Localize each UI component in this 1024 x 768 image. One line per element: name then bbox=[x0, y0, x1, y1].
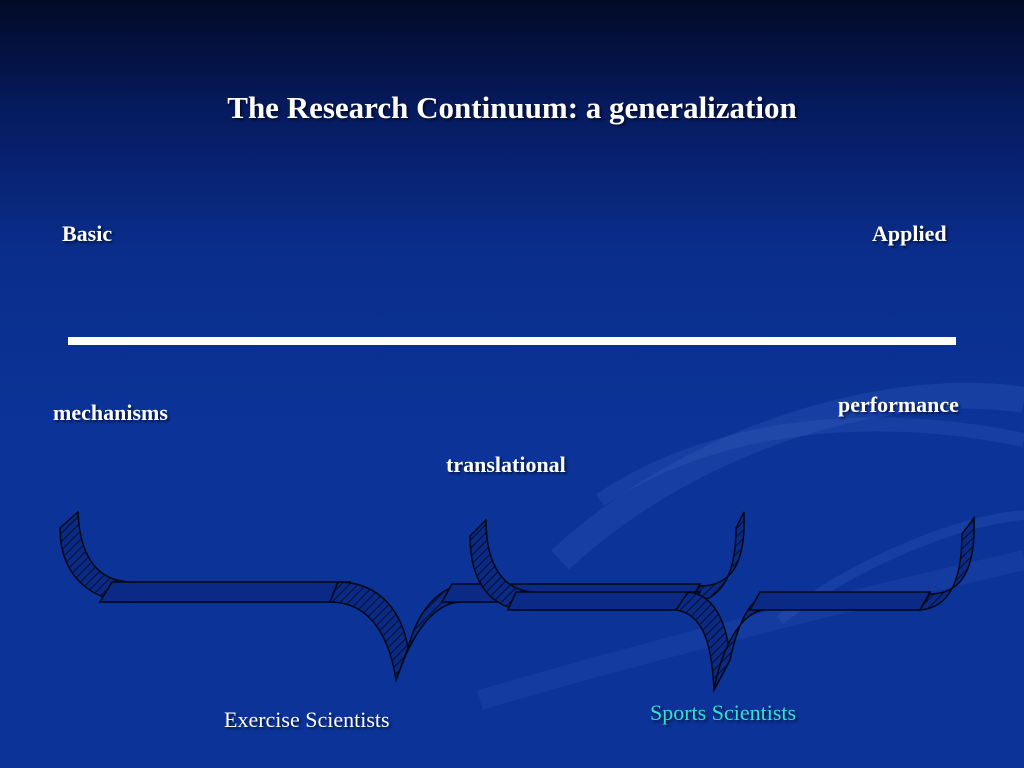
sports-scientists-label: Sports Scientists bbox=[650, 700, 797, 725]
stage-performance-label: performance bbox=[838, 392, 959, 417]
stage-translational-label: translational bbox=[446, 452, 566, 477]
continuum-applied-label: Applied bbox=[872, 221, 947, 246]
sports-scientists-brace bbox=[469, 515, 975, 693]
stage-mechanisms-label: mechanisms bbox=[53, 400, 168, 425]
continuum-basic-label: Basic bbox=[62, 221, 113, 246]
continuum-line bbox=[68, 337, 956, 345]
slide-title: The Research Continuum: a generalization bbox=[227, 90, 797, 125]
exercise-scientists-label: Exercise Scientists bbox=[224, 707, 390, 732]
